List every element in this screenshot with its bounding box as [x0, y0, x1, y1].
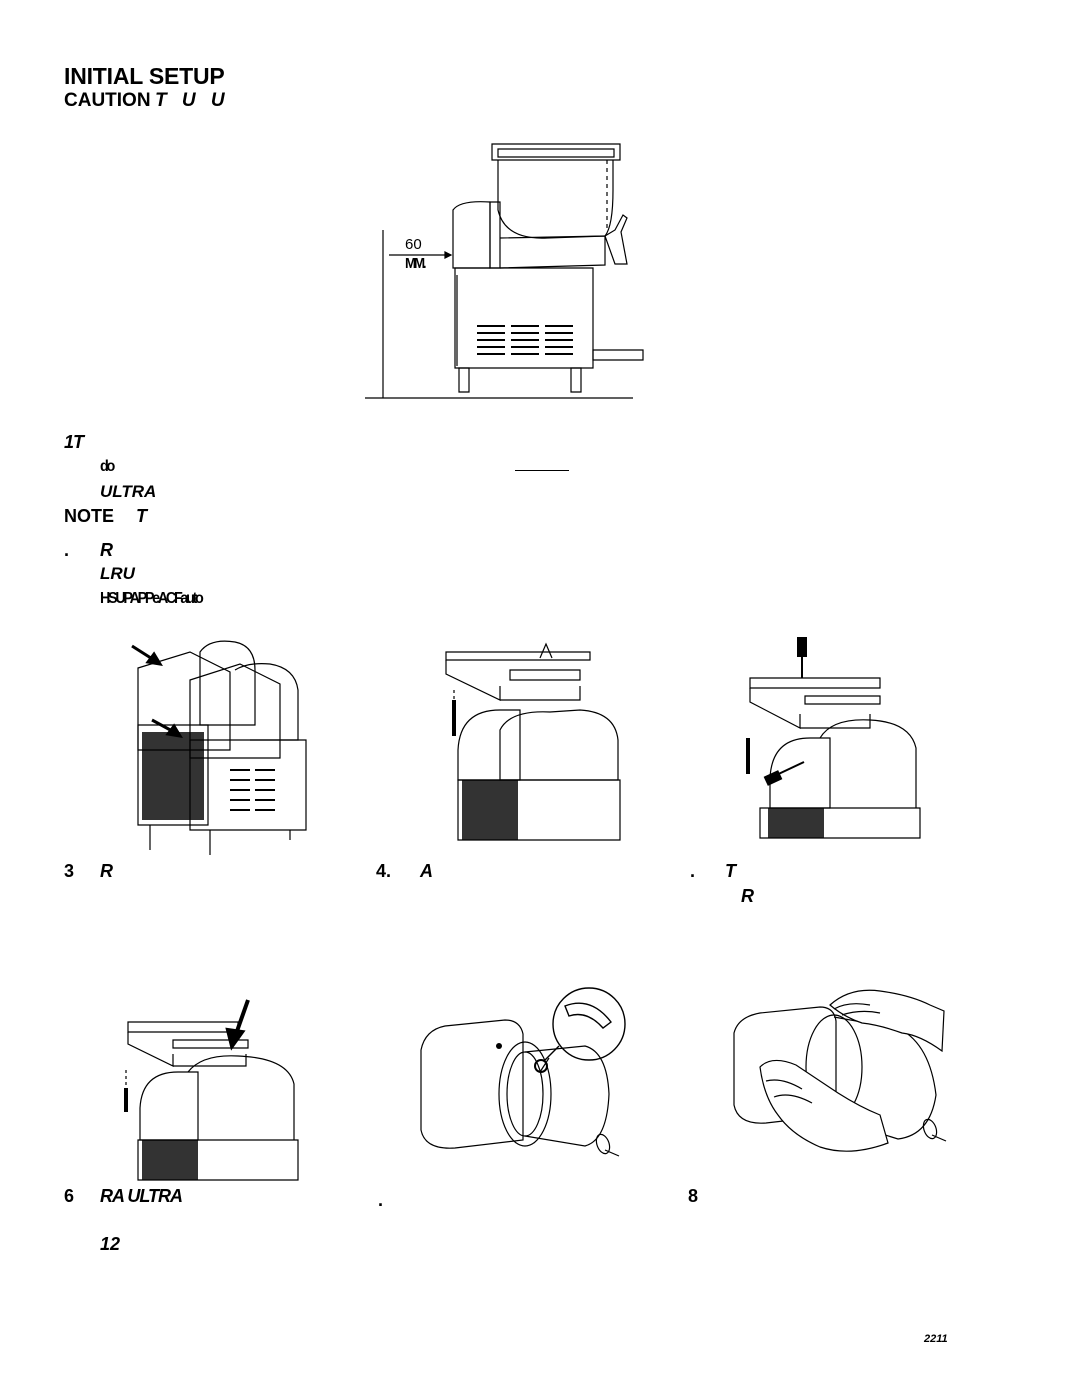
page-number: 2211 — [924, 1333, 948, 1345]
arrow-icon — [228, 1000, 248, 1046]
step2-line3: HSUPAPPeACFauto — [100, 590, 204, 607]
note-text: T — [136, 506, 147, 526]
step2-text: R — [100, 540, 113, 560]
step8-illustration — [730, 985, 960, 1165]
step4-text: A — [420, 861, 433, 881]
arrow-icon — [132, 646, 180, 736]
step1-number: 1 — [64, 432, 75, 452]
step3-text: R — [100, 861, 113, 881]
step3-number: 3 — [64, 861, 75, 881]
step6-illustration — [124, 1000, 318, 1180]
step5-text: T — [725, 861, 736, 881]
step1-line2: do — [100, 458, 115, 475]
magnify-circle-icon — [535, 988, 625, 1072]
clearance-value: 60 — [405, 236, 422, 253]
caution-label: CAUTION — [64, 90, 151, 111]
step5-number: . — [690, 861, 696, 881]
underline-blank — [515, 470, 569, 471]
step8-number: 8 — [688, 1186, 699, 1206]
step1-line3: ULTRA — [100, 482, 157, 501]
step4-number: 4. — [376, 861, 392, 881]
step7-number: . — [378, 1190, 384, 1210]
hand-icon — [760, 990, 944, 1151]
note-label: NOTE — [64, 506, 115, 526]
clearance-unit: MM. — [405, 255, 427, 272]
step6-number: 6 — [64, 1186, 75, 1206]
step5-line2: R — [741, 886, 754, 906]
page-title: INITIAL SETUP — [64, 63, 225, 89]
step5-illustration — [746, 638, 920, 838]
dispenser-side-view — [365, 130, 665, 420]
step6-line2: 12 — [100, 1234, 121, 1254]
step6-text: RA ULTRA — [100, 1186, 183, 1206]
step1-text: T — [73, 432, 84, 452]
step7-illustration — [415, 990, 635, 1170]
step2-number: . — [64, 540, 70, 560]
step3-illustration — [130, 640, 310, 855]
step2-line2: LRU — [100, 564, 135, 583]
caution-text: T U U — [155, 90, 230, 111]
step4-illustration — [440, 640, 640, 840]
screwdriver-icon — [765, 638, 806, 785]
